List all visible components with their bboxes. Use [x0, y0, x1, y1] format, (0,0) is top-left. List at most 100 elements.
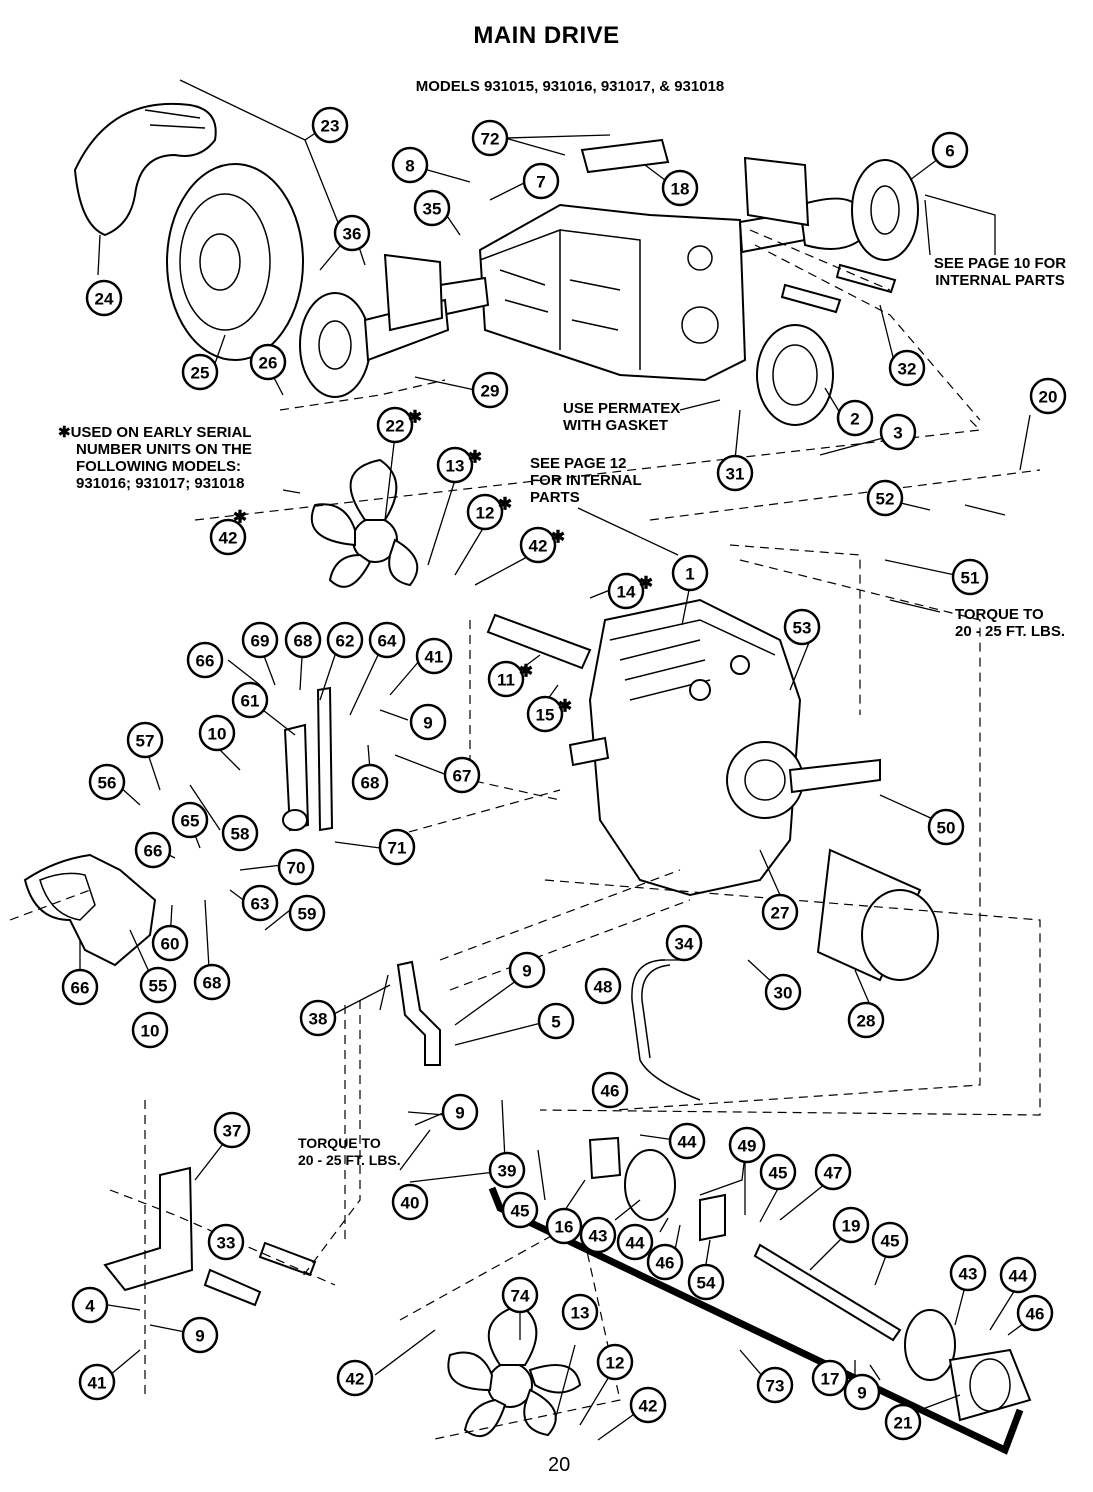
callout-19: 19	[832, 1206, 870, 1244]
callout-10: 10	[131, 1011, 169, 1049]
callout-number: 58	[231, 825, 250, 844]
callout-circle	[488, 1151, 526, 1189]
callout-44: 44	[999, 1256, 1037, 1294]
callout-circle	[871, 1221, 909, 1259]
callout-circle	[277, 848, 315, 886]
callout-number: 43	[589, 1227, 608, 1246]
callout-circle	[866, 479, 904, 517]
callout-number: 37	[223, 1122, 242, 1141]
callout-circle	[351, 763, 389, 801]
callout-41: 41	[78, 1363, 116, 1401]
callout-circle	[471, 371, 509, 409]
callout-34: 34	[665, 924, 703, 962]
callout-45: 45	[501, 1191, 539, 1229]
callout-circle	[591, 1071, 629, 1109]
callout-66: 66	[61, 968, 99, 1006]
callout-number: 50	[937, 819, 956, 838]
callout-62: 62	[326, 621, 364, 659]
callout-number: 48	[594, 978, 613, 997]
callout-number: 42	[346, 1370, 365, 1389]
callout-circle	[241, 621, 279, 659]
callout-66: 66	[186, 641, 224, 679]
callout-circle	[413, 189, 451, 227]
callout-number: 14	[617, 583, 636, 602]
callout-circle	[756, 1366, 794, 1404]
callout-circle	[836, 399, 874, 437]
callout-16: 16	[545, 1207, 583, 1245]
callout-46: 46	[646, 1243, 684, 1281]
oil-line	[631, 959, 701, 1101]
callout-number: 45	[511, 1202, 530, 1221]
callout-47: 47	[814, 1153, 852, 1191]
callout-number: 64	[378, 632, 397, 651]
early-serial-star-mark: ✱	[639, 574, 653, 593]
callout-number: 44	[1009, 1267, 1028, 1286]
callout-number: 4	[85, 1297, 95, 1316]
callout-circle	[999, 1256, 1037, 1294]
callout-circle	[629, 1386, 667, 1424]
callout-number: 17	[821, 1370, 840, 1389]
callout-circle	[151, 924, 189, 962]
callout-number: 21	[894, 1414, 913, 1433]
callout-number: 60	[161, 935, 180, 954]
callout-circle	[436, 446, 474, 484]
callout-number: 20	[1039, 388, 1058, 407]
callout-circle	[501, 1191, 539, 1229]
callout-circle	[843, 1373, 881, 1411]
callout-number: 24	[95, 290, 114, 309]
coupler	[904, 1309, 1032, 1422]
callout-55: 55	[139, 966, 177, 1004]
callout-circle	[519, 526, 557, 564]
callout-73: 73	[756, 1366, 794, 1404]
callout-61: 61	[231, 681, 269, 719]
callout-48: 48	[584, 967, 622, 1005]
callout-74: 74	[501, 1276, 539, 1314]
callout-58: 58	[221, 814, 259, 852]
callout-3: 3	[879, 413, 917, 451]
callout-circle	[616, 1223, 654, 1261]
callout-63: 63	[241, 884, 279, 922]
callout-number: 42	[219, 529, 238, 548]
callout-circle	[471, 119, 509, 157]
callout-number: 42	[529, 537, 548, 556]
callout-number: 39	[498, 1162, 517, 1181]
note-torque-left: TORQUE TO 20 - 25 FT. LBS.	[298, 1135, 401, 1168]
callout-circle	[126, 721, 164, 759]
callout-number: 68	[203, 974, 222, 993]
callout-number: 10	[208, 725, 227, 744]
oil-filter	[816, 848, 939, 982]
callout-circle	[441, 1093, 479, 1131]
callout-circle	[668, 1122, 706, 1160]
callout-39: 39	[488, 1151, 526, 1189]
callout-circle	[508, 951, 546, 989]
callout-circle	[231, 681, 269, 719]
callout-9: 9	[508, 951, 546, 989]
callout-number: 42	[639, 1397, 658, 1416]
callout-circle	[661, 169, 699, 207]
callout-number: 2	[850, 410, 859, 429]
callout-45: 45	[871, 1221, 909, 1259]
callout-10: 10	[198, 714, 236, 752]
callout-5: 5	[537, 1002, 575, 1040]
early-serial-star-mark: ✱	[558, 697, 572, 716]
callout-number: 13	[446, 457, 465, 476]
callout-13: 13	[561, 1293, 599, 1331]
callout-9: 9	[843, 1373, 881, 1411]
callout-circle	[951, 558, 989, 596]
callout-number: 59	[298, 905, 317, 924]
callout-number: 69	[251, 632, 270, 651]
callout-number: 15	[536, 706, 555, 725]
callout-circle	[299, 999, 337, 1037]
callout-circle	[811, 1359, 849, 1397]
callout-36: 36	[333, 214, 371, 252]
callout-67: 67	[443, 756, 481, 794]
callout-number: 52	[876, 490, 895, 509]
callout-circle	[415, 637, 453, 675]
callout-number: 1	[685, 565, 694, 584]
callout-number: 41	[88, 1374, 107, 1393]
callout-number: 18	[671, 180, 690, 199]
callout-circle	[181, 1316, 219, 1354]
page-subtitle: MODELS 931015, 931016, 931017, & 931018	[415, 78, 725, 95]
callout-circle	[1029, 377, 1067, 415]
